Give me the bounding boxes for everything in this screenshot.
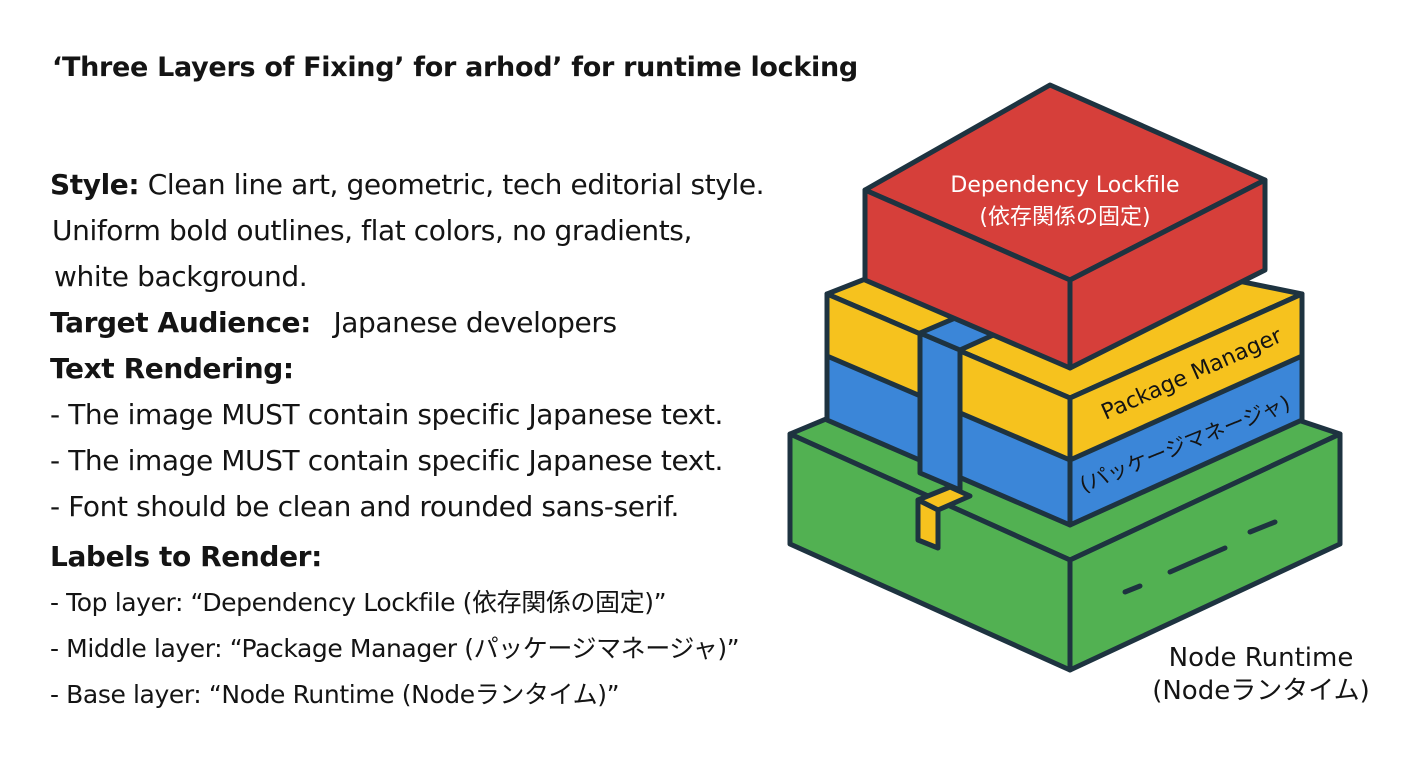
layer-stack-illustration — [787, 82, 1343, 673]
audience-value: Japanese developers — [333, 306, 617, 339]
style-key: Style: — [50, 168, 140, 201]
labels-item-base: - Base layer: “Node Runtime (Nodeランタイム)” — [50, 680, 620, 709]
prompt-text-block: Style: Clean line art, geometric, tech e… — [50, 162, 810, 718]
labels-item-middle: - Middle layer: “Package Manager (パッケージマ… — [50, 634, 740, 663]
style-value-1: Clean line art, geometric, tech editoria… — [147, 168, 765, 201]
audience-line: Target Audience: Japanese developers — [50, 300, 810, 346]
text-rendering-item: - Font should be clean and rounded sans-… — [50, 490, 680, 523]
labels-item-top: - Top layer: “Dependency Lockfile (依存関係の… — [50, 588, 667, 617]
top-layer — [862, 82, 1268, 371]
top-layer-label-jp: (依存関係の固定) — [979, 205, 1151, 230]
text-rendering-item: - The image MUST contain specific Japane… — [50, 398, 724, 431]
style-value-3: white background. — [54, 260, 308, 293]
top-layer-label-en: Dependency Lockfile — [950, 173, 1180, 198]
layer-stack-diagram: Dependency Lockfile (依存関係の固定) Package Ma… — [780, 70, 1380, 710]
page-title: ‘Three Layers of Fixing’ for arhod’ for … — [52, 52, 858, 83]
base-layer-label-en: Node Runtime — [1168, 643, 1354, 673]
style-line: Style: Clean line art, geometric, tech e… — [50, 162, 810, 208]
base-layer-label-jp: (Nodeランタイム) — [1152, 676, 1370, 706]
base-layer-label: Node Runtime (Nodeランタイム) — [1146, 642, 1376, 708]
style-value-2: Uniform bold outlines, flat colors, no g… — [52, 214, 692, 247]
text-rendering-item: - The image MUST contain specific Japane… — [50, 444, 724, 477]
text-rendering-key: Text Rendering: — [50, 352, 294, 385]
audience-key: Target Audience: — [50, 306, 311, 339]
top-layer-label: Dependency Lockfile (依存関係の固定) — [930, 170, 1200, 234]
labels-key: Labels to Render: — [50, 540, 322, 573]
